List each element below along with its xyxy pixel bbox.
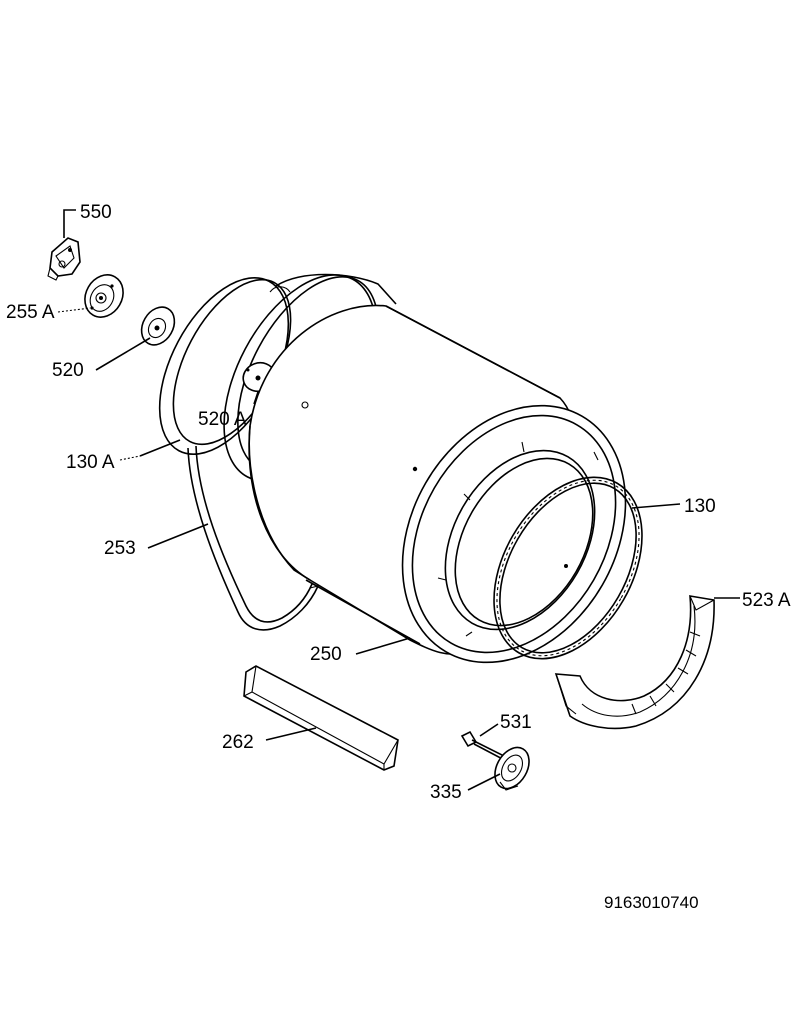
part-255a-flange: [84, 274, 124, 318]
part-262-strip: [243, 665, 399, 771]
label-531: 531: [500, 712, 532, 733]
label-130: 130: [684, 496, 716, 517]
part-520-bearing: [140, 306, 176, 346]
label-250: 250: [310, 644, 342, 665]
label-253: 253: [104, 538, 136, 559]
label-130a: 130 A: [66, 452, 115, 473]
reference-number: 9163010740: [604, 893, 699, 912]
label-262: 262: [222, 732, 254, 753]
label-523a: 523 A: [742, 590, 791, 611]
label-255a: 255 A: [6, 302, 55, 323]
label-550: 550: [80, 202, 112, 223]
part-labels: 550 255 A 520 520 A 130 A 253 250 130 52…: [6, 202, 791, 803]
part-130-front-ring: [493, 476, 643, 660]
label-520a: 520 A: [198, 409, 247, 430]
part-550-bracket: [47, 237, 81, 281]
leader-lines: [57, 209, 740, 791]
part-523a-support: [554, 595, 715, 730]
label-335: 335: [430, 782, 462, 803]
part-335-roller: [494, 746, 530, 791]
label-520: 520: [52, 360, 84, 381]
